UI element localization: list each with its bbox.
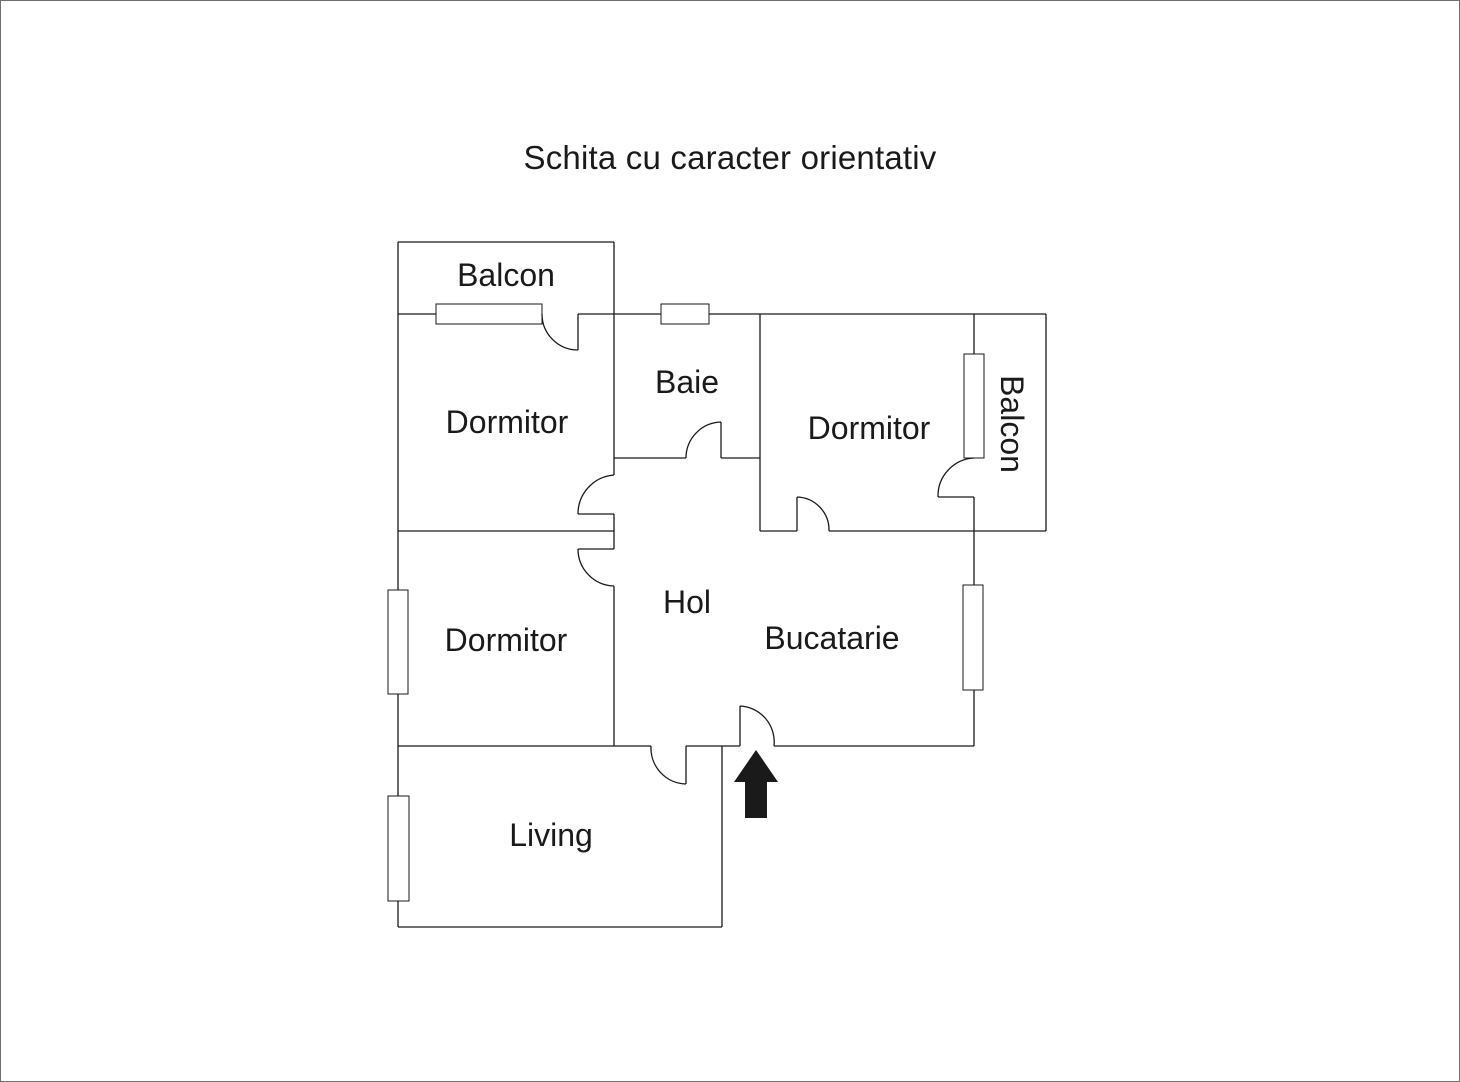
room-label-dormitor-right: Dormitor bbox=[808, 410, 931, 446]
window-dormitor-mid-left bbox=[387, 589, 409, 695]
room-label-bucatarie: Bucatarie bbox=[764, 620, 899, 656]
room-label-balcon-right: Balcon bbox=[994, 375, 1030, 473]
window-dormitor-right bbox=[963, 353, 985, 459]
window-top-balcon bbox=[435, 303, 543, 325]
room-label-hol: Hol bbox=[663, 584, 711, 620]
window-bucatarie bbox=[962, 584, 984, 691]
window-living bbox=[387, 795, 410, 902]
walls bbox=[397, 241, 1047, 928]
room-label-balcon-top: Balcon bbox=[457, 257, 555, 293]
room-label-baie: Baie bbox=[655, 364, 719, 400]
page-title: Schita cu caracter orientativ bbox=[523, 139, 937, 176]
room-label-dormitor-top-left: Dormitor bbox=[446, 404, 569, 440]
door-balcon-top bbox=[541, 313, 579, 351]
door-balcon-right bbox=[937, 457, 975, 498]
room-labels: Balcon Dormitor Baie Dormitor Balcon Hol… bbox=[445, 257, 1030, 853]
door-baie bbox=[685, 421, 722, 459]
door-living bbox=[650, 745, 687, 785]
room-label-living: Living bbox=[509, 817, 593, 853]
room-label-dormitor-mid-left: Dormitor bbox=[445, 622, 568, 658]
doors bbox=[541, 313, 975, 785]
door-dormitor-right bbox=[796, 496, 830, 532]
entrance-arrow-icon bbox=[734, 750, 778, 818]
door-entrance bbox=[739, 705, 775, 747]
door-dormitor-top-left bbox=[577, 474, 615, 515]
window-baie bbox=[660, 303, 710, 325]
door-dormitor-mid-left bbox=[577, 548, 615, 587]
windows bbox=[387, 303, 985, 902]
